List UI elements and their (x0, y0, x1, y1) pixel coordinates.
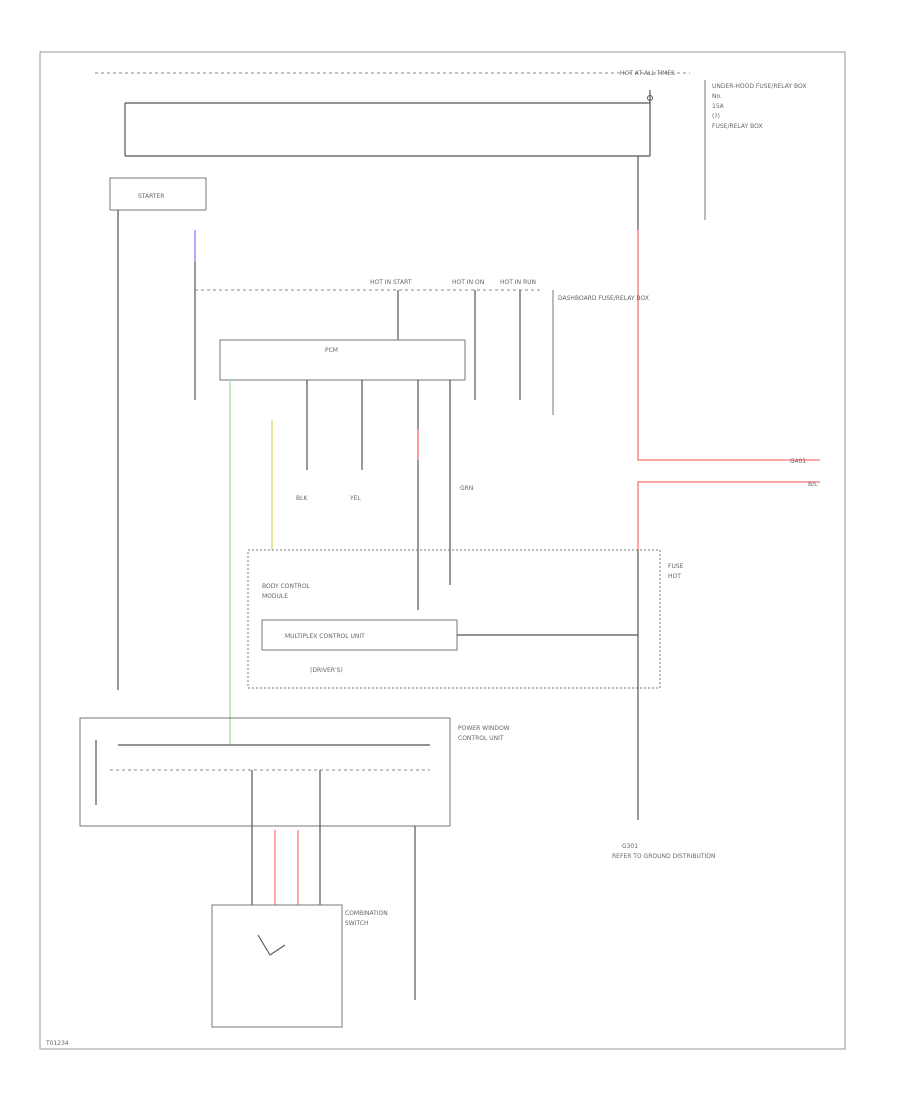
combination-sub-label: SWITCH (345, 920, 369, 927)
ground-note: REFER TO GROUND DISTRIBUTION (612, 853, 715, 860)
pcm-label: PCM (325, 347, 338, 354)
starter-label: STARTER (138, 193, 164, 200)
combination-switch-box (211, 904, 343, 1028)
col-b-label: YEL (349, 495, 361, 502)
multiplex-sub-label: (DRIVER'S) (310, 667, 343, 674)
footer-id: T01234 (45, 1040, 69, 1047)
hot-in-start-label: HOT IN START (370, 279, 412, 286)
fuse-label-c: (?) (712, 113, 720, 120)
hot-lower-label: HOT (668, 573, 681, 580)
underhood-fuse-label: UNDER-HOOD FUSE/RELAY BOX (712, 83, 806, 90)
multiplex-label: MULTIPLEX CONTROL UNIT (285, 633, 365, 640)
fuse-label-b: 15A (712, 103, 725, 110)
body-control-label: BODY CONTROL (262, 583, 311, 590)
fuse-label-a: No. (712, 93, 722, 100)
pcm-box (219, 339, 466, 381)
power-window-sub-label: CONTROL UNIT (458, 735, 504, 742)
dashboard-fuse-label: DASHBOARD FUSE/RELAY BOX (558, 295, 649, 302)
fuse-label-d: FUSE/RELAY BOX (712, 123, 763, 130)
red-wire-lower (637, 481, 820, 550)
switch-symbol (257, 934, 286, 956)
combination-label: COMBINATION (345, 910, 388, 917)
power-window-label: POWER WINDOW (458, 725, 510, 732)
col-a-label: BLK (296, 495, 308, 502)
col-c-label: GRN (460, 485, 473, 492)
fuse-lower-label: FUSE (668, 563, 684, 570)
arrow-top-label: G401 (790, 458, 806, 465)
fuse-top-right-symbol (647, 95, 653, 101)
ground-label: G301 (622, 843, 638, 850)
hot-at-all-times-label: HOT AT ALL TIMES (620, 70, 675, 77)
hot-in-run-label: HOT IN RUN (500, 279, 536, 286)
diagram-frame (39, 51, 846, 1050)
body-control-box (247, 549, 661, 689)
starter-box (109, 177, 207, 211)
arrow-bot-label: B/L (808, 481, 818, 488)
hot-in-on-label: HOT IN ON (452, 279, 484, 286)
power-window-box (79, 717, 451, 827)
body-control-sub-label: MODULE (262, 593, 288, 600)
red-wire-upper (637, 230, 820, 461)
